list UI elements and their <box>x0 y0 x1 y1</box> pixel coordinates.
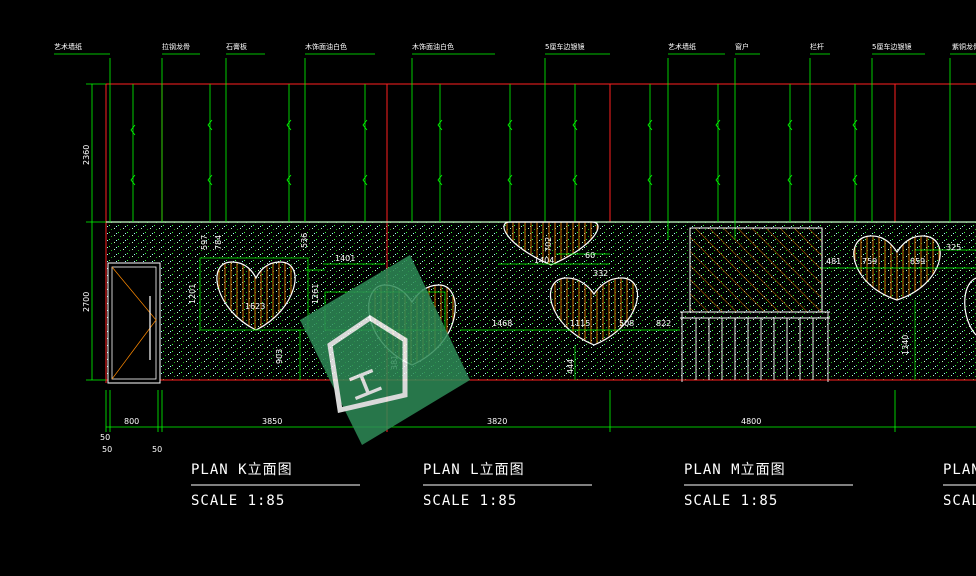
callout-label: 艺术墙纸 <box>54 42 82 51</box>
dim-759: 759 <box>862 257 877 266</box>
dim-60: 60 <box>585 251 595 260</box>
bottom-dimension-lines <box>105 390 976 432</box>
heart-mirror <box>216 261 296 331</box>
plan-title: PLAN K立面图 <box>191 462 293 478</box>
dim-903: 903 <box>275 349 284 364</box>
dim-1623: 1623 <box>245 302 265 311</box>
dim-1404: 1404 <box>534 256 554 265</box>
dim-822: 822 <box>656 319 671 328</box>
dim-536: 536 <box>300 233 309 248</box>
dimension-height-lower: 2700 <box>82 292 91 312</box>
dim-800: 800 <box>124 417 139 426</box>
heart-mirror <box>550 277 638 346</box>
dim-784: 784 <box>214 235 223 250</box>
dim-508: 508 <box>619 319 634 328</box>
wall-outline <box>105 83 976 432</box>
callout-label: 拉钢龙骨 <box>162 42 190 51</box>
heart-dimensions: 597 784 536 1201 1623 1261 1401 903 381 … <box>188 233 961 374</box>
dim-702: 702 <box>544 237 553 252</box>
house-logo-watermark: 工 <box>300 255 470 445</box>
callout-label: 5厘车边银镜 <box>545 42 584 51</box>
door <box>107 262 161 384</box>
left-dimension-lines <box>86 83 106 381</box>
dim-1340: 1340 <box>901 335 910 355</box>
plan-scale: SCALE 1:85 <box>684 493 778 509</box>
dim-325: 325 <box>946 243 961 252</box>
dim-1201: 1201 <box>188 284 197 304</box>
window <box>689 227 823 313</box>
dim-50: 50 <box>100 433 110 442</box>
dim-1401: 1401 <box>335 254 355 263</box>
callout-label: 艺术墙纸 <box>668 42 696 51</box>
plan-scale: SCALE 1:85 <box>191 493 285 509</box>
dim-481: 481 <box>826 257 841 266</box>
dim-444: 444 <box>566 359 575 374</box>
dim-3820: 3820 <box>487 417 507 426</box>
plan-title: PLAN M立面图 <box>684 462 786 478</box>
callout-label: 木饰面油白色 <box>412 42 454 51</box>
dim-332: 332 <box>593 269 608 278</box>
plan-titles: PLAN K立面图 SCALE 1:85 PLAN L立面图 SCALE 1:8… <box>191 462 976 509</box>
dimension-height-upper: 2360 <box>82 145 91 165</box>
heart-mirror-partial <box>964 277 976 336</box>
plan-scale: SCALE <box>943 493 976 509</box>
plan-title: PLAN <box>943 462 976 478</box>
callout-label: 木饰面油白色 <box>305 42 347 51</box>
plan-title: PLAN L立面图 <box>423 462 525 478</box>
railing <box>680 311 830 382</box>
dim-50: 50 <box>152 445 162 454</box>
callout-label: 5厘车边银镜 <box>872 42 911 51</box>
dim-4800: 4800 <box>741 417 761 426</box>
dim-50: 50 <box>102 445 112 454</box>
dim-3850: 3850 <box>262 417 282 426</box>
dim-859: 859 <box>910 257 925 266</box>
callout-label: 窗户 <box>735 42 749 51</box>
callout-ticks <box>130 119 858 186</box>
leader-lines <box>109 58 951 240</box>
dim-1468: 1468 <box>492 319 512 328</box>
bottom-dimensions: 800 3850 3820 4800 50 50 50 <box>100 417 761 454</box>
heart-mirror <box>503 221 599 266</box>
dim-1261: 1261 <box>311 284 320 304</box>
dim-1115: 1115 <box>570 319 590 328</box>
callout-label: 栏杆 <box>810 42 824 51</box>
callout-labels: 艺术墙纸 拉钢龙骨 石膏板 木饰面油白色 木饰面油白色 5厘车边银镜 艺术墙纸 … <box>54 42 976 51</box>
dim-597: 597 <box>200 235 209 250</box>
plan-scale: SCALE 1:85 <box>423 493 517 509</box>
callout-label: 紫铜龙骨 <box>952 42 976 51</box>
callout-label: 石膏板 <box>226 42 247 51</box>
